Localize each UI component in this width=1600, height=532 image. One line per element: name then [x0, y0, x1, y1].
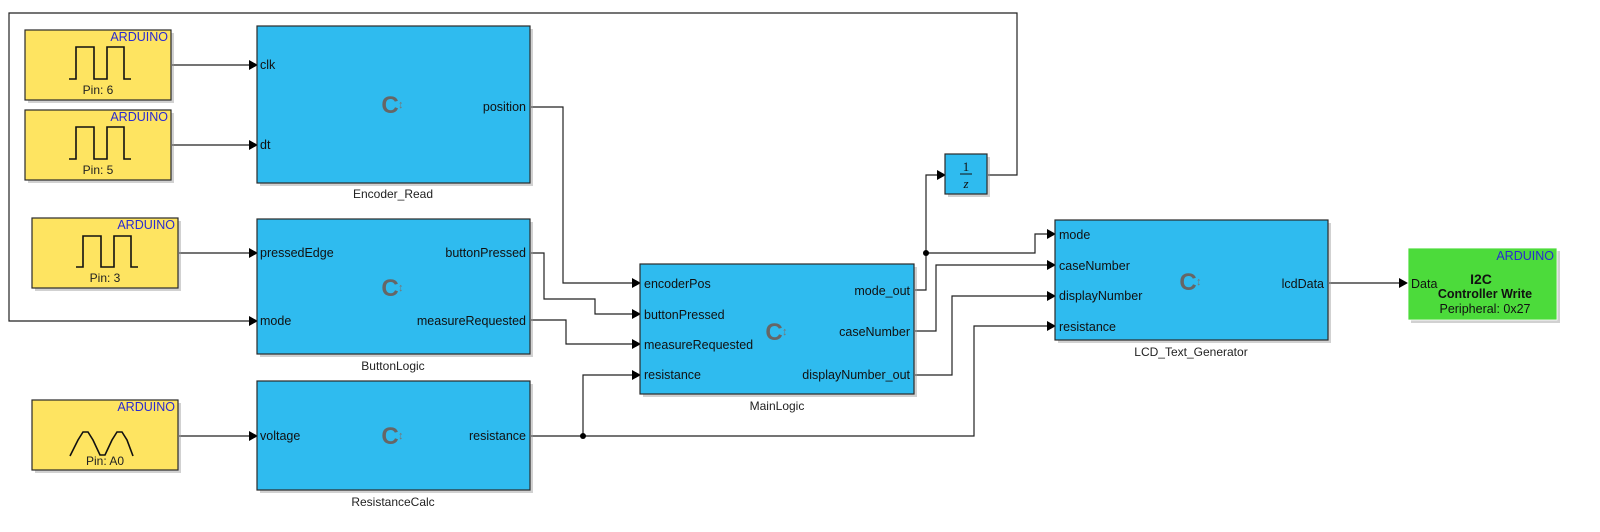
- arrowhead: [249, 431, 258, 441]
- port-mode: mode: [1059, 228, 1090, 242]
- c-function-arrows-icon: ↕: [398, 99, 404, 111]
- i2c-subtitle: Controller Write: [1438, 287, 1532, 301]
- port-buttonpressed: buttonPressed: [445, 246, 526, 260]
- arrowhead: [632, 278, 641, 288]
- arrowhead: [937, 170, 946, 180]
- line-position-to-encoderpos[interactable]: [531, 106, 633, 284]
- junction-resistance: [580, 433, 586, 439]
- arduino-brand-label: ARDUINO: [110, 30, 168, 44]
- square-wave-icon: [69, 46, 131, 80]
- analog-wave-icon: [69, 431, 134, 457]
- arrowhead: [632, 339, 641, 349]
- i2c-title: I2C: [1470, 271, 1492, 287]
- arrowhead: [1047, 260, 1056, 270]
- arduino-analog-input-pina0[interactable]: ARDUINO Pin: A0: [31, 399, 181, 473]
- lcd-text-generator-block[interactable]: mode caseNumber displayNumber resistance…: [1054, 219, 1331, 359]
- arrowhead: [1047, 229, 1056, 239]
- port-data: Data: [1411, 277, 1437, 291]
- port-resistance: resistance: [469, 429, 526, 443]
- block-name: ButtonLogic: [361, 359, 424, 373]
- port-displaynumber: displayNumber: [1059, 289, 1142, 303]
- line-resistance-to-mainlogic[interactable]: [582, 374, 633, 436]
- square-wave-icon: [69, 126, 131, 160]
- arrowhead: [249, 60, 258, 70]
- i2c-controller-write-block[interactable]: ARDUINO Data I2C Controller Write Periph…: [1407, 247, 1560, 323]
- c-function-icon: C: [381, 92, 398, 119]
- c-function-icon: C: [381, 423, 398, 450]
- block-name: MainLogic: [750, 399, 805, 413]
- main-logic-block[interactable]: encoderPos buttonPressed measureRequeste…: [639, 263, 917, 413]
- line-delay-to-mode[interactable]: [8, 12, 1018, 322]
- port-pressededge: pressedEdge: [260, 246, 334, 260]
- port-measurerequested: measureRequested: [644, 338, 753, 352]
- line-measurerequested[interactable]: [531, 319, 633, 345]
- port-voltage: voltage: [260, 429, 300, 443]
- arrowhead: [1047, 321, 1056, 331]
- square-wave-icon: [76, 235, 138, 268]
- port-mode-out: mode_out: [854, 284, 910, 298]
- pin-label: Pin: 3: [90, 271, 121, 285]
- line-modeout-to-lcdmode[interactable]: [915, 233, 1048, 291]
- port-mode: mode: [260, 314, 291, 328]
- port-resistance: resistance: [1059, 320, 1116, 334]
- port-buttonpressed: buttonPressed: [644, 308, 725, 322]
- arduino-brand-label: ARDUINO: [117, 218, 175, 232]
- block-name: ResistanceCalc: [351, 495, 434, 509]
- arduino-digital-input-pin3[interactable]: ARDUINO Pin: 3: [31, 217, 181, 291]
- resistance-calc-block[interactable]: voltage resistance C ↕ ResistanceCalc: [256, 380, 533, 509]
- line-resistance-to-lcd[interactable]: [531, 325, 1048, 437]
- c-function-arrows-icon: ↕: [398, 282, 404, 294]
- arduino-brand-label: ARDUINO: [117, 400, 175, 414]
- port-lcddata: lcdData: [1282, 277, 1324, 291]
- line-modeout-to-delay[interactable]: [925, 174, 938, 253]
- port-displaynumber-out: displayNumber_out: [802, 368, 910, 382]
- pin-label: Pin: 6: [83, 83, 114, 97]
- port-dt: dt: [260, 138, 271, 152]
- port-casenumber: caseNumber: [1059, 259, 1130, 273]
- arduino-digital-input-pin5[interactable]: ARDUINO Pin: 5: [24, 109, 174, 183]
- port-position: position: [483, 100, 526, 114]
- arduino-brand-label: ARDUINO: [110, 110, 168, 124]
- arrowhead: [1399, 278, 1408, 288]
- arrowhead: [1047, 291, 1056, 301]
- arrowhead: [632, 309, 641, 319]
- c-function-icon: C: [765, 319, 782, 346]
- line-displaynumber[interactable]: [915, 295, 1048, 376]
- port-measurerequested: measureRequested: [417, 314, 526, 328]
- c-function-arrows-icon: ↕: [398, 430, 404, 442]
- pin-label: Pin: 5: [83, 163, 114, 177]
- arrowhead: [249, 316, 258, 326]
- i2c-peripheral-address: Peripheral: 0x27: [1439, 302, 1530, 316]
- port-casenumber: caseNumber: [839, 325, 910, 339]
- c-function-icon: C: [381, 275, 398, 302]
- port-clk: clk: [260, 58, 276, 72]
- pin-label: Pin: A0: [86, 454, 124, 468]
- port-encoderpos: encoderPos: [644, 277, 711, 291]
- signal-lines: [8, 12, 1408, 441]
- block-name: LCD_Text_Generator: [1134, 345, 1247, 359]
- c-function-icon: C: [1179, 269, 1196, 296]
- delay-numerator: 1: [963, 159, 970, 174]
- button-logic-block[interactable]: pressedEdge mode buttonPressed measureRe…: [256, 218, 533, 373]
- c-function-arrows-icon: ↕: [782, 326, 788, 338]
- junction-mode: [923, 250, 929, 256]
- line-buttonpressed[interactable]: [531, 252, 633, 315]
- arduino-brand-label: ARDUINO: [1496, 249, 1554, 263]
- port-resistance: resistance: [644, 368, 701, 382]
- encoder-read-block[interactable]: clk dt position C ↕ Encoder_Read: [256, 25, 533, 201]
- line-casenumber[interactable]: [915, 264, 1048, 332]
- delay-denominator: z: [962, 176, 968, 191]
- unit-delay-block[interactable]: 1 z: [944, 153, 990, 197]
- arrowhead: [249, 248, 258, 258]
- arduino-digital-input-pin6[interactable]: ARDUINO Pin: 6: [24, 29, 174, 103]
- block-name: Encoder_Read: [353, 187, 433, 201]
- c-function-arrows-icon: ↕: [1196, 276, 1202, 288]
- arrowhead: [249, 140, 258, 150]
- arrowhead: [632, 370, 641, 380]
